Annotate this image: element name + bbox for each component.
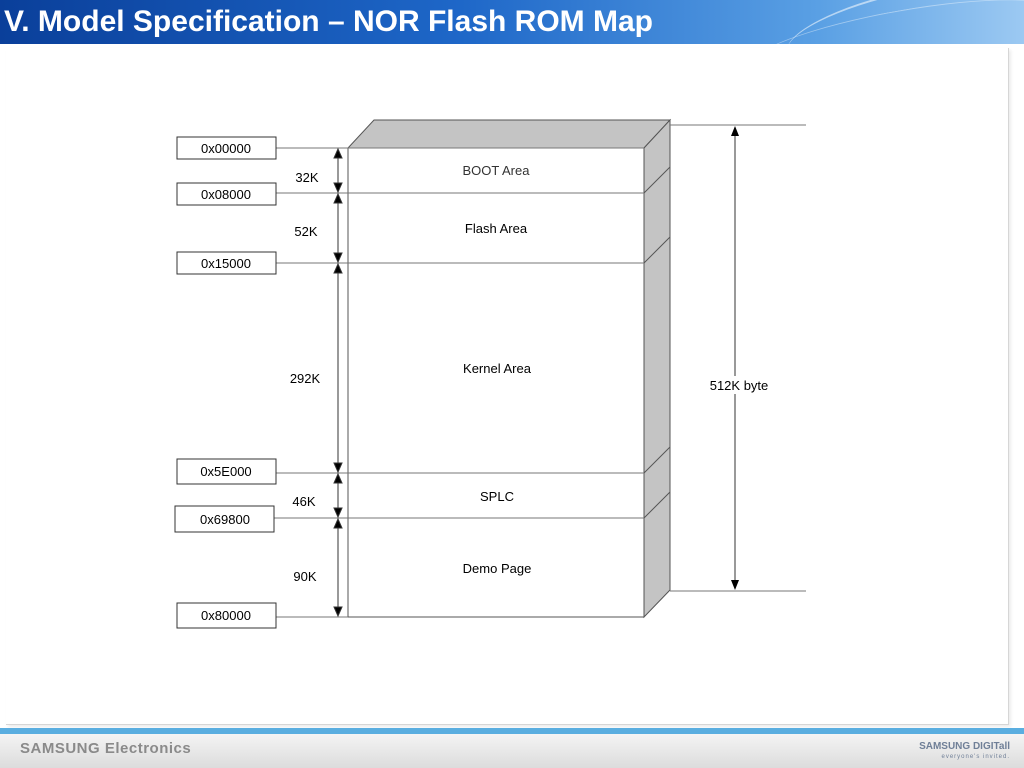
size-label: 90K xyxy=(293,569,316,584)
arrowhead xyxy=(333,462,343,474)
region-label: Flash Area xyxy=(465,221,528,236)
slide-footer: SAMSUNG Electronics SAMSUNG DIGITall eve… xyxy=(0,734,1024,768)
address-box xyxy=(174,505,275,533)
address-box xyxy=(176,602,277,629)
address-label: 0x15000 xyxy=(201,256,251,271)
address-label: 0x69800 xyxy=(200,512,250,527)
footer-accent-bar xyxy=(0,728,1024,734)
samsung-digitall-text: SAMSUNG DIGITall xyxy=(919,741,1010,752)
address-label: 0x00000 xyxy=(201,141,251,156)
region-label: Kernel Area xyxy=(463,361,532,376)
arrowhead xyxy=(333,606,343,618)
samsung-electronics-logo: SAMSUNG Electronics xyxy=(20,740,192,757)
arrowhead xyxy=(333,517,343,529)
region-label: SPLC xyxy=(480,489,514,504)
arrowhead xyxy=(333,147,343,159)
arrowhead xyxy=(333,192,343,204)
arrowhead xyxy=(333,182,343,194)
address-box xyxy=(176,136,277,160)
side-separator xyxy=(643,236,671,264)
arrowhead xyxy=(333,262,343,274)
address-box xyxy=(176,182,277,206)
side-separator xyxy=(643,491,671,519)
samsung-digitall-tagline: everyone's invited. xyxy=(941,754,1010,760)
arrowhead xyxy=(333,507,343,519)
block-side-face xyxy=(643,118,671,619)
region-label: Demo Page xyxy=(463,561,532,576)
slide-header: V. Model Specification – NOR Flash ROM M… xyxy=(0,0,1024,44)
side-separator xyxy=(643,166,671,194)
samsung-digitall-logo: SAMSUNG DIGITall everyone's invited. xyxy=(919,742,1010,762)
slide-title: V. Model Specification – NOR Flash ROM M… xyxy=(4,5,653,38)
arrowhead xyxy=(731,126,739,136)
address-box xyxy=(176,251,277,275)
size-label: 52K xyxy=(294,224,317,239)
arrowhead xyxy=(333,252,343,264)
total-label-bg xyxy=(703,376,775,394)
size-label: 292K xyxy=(290,371,321,386)
size-label: 32K xyxy=(295,170,318,185)
region-label: BOOT Area xyxy=(463,163,531,178)
address-label: 0x5E000 xyxy=(200,464,251,479)
content-frame xyxy=(6,48,1009,725)
total-size-label: 512K byte xyxy=(710,378,769,393)
address-label: 0x80000 xyxy=(201,608,251,623)
side-separator xyxy=(643,446,671,474)
address-box xyxy=(176,458,277,485)
arrowhead xyxy=(731,580,739,590)
size-label: 46K xyxy=(292,494,315,509)
block-top-face xyxy=(346,119,672,149)
arrowhead xyxy=(333,472,343,484)
address-label: 0x08000 xyxy=(201,187,251,202)
block-front-face xyxy=(347,147,645,618)
